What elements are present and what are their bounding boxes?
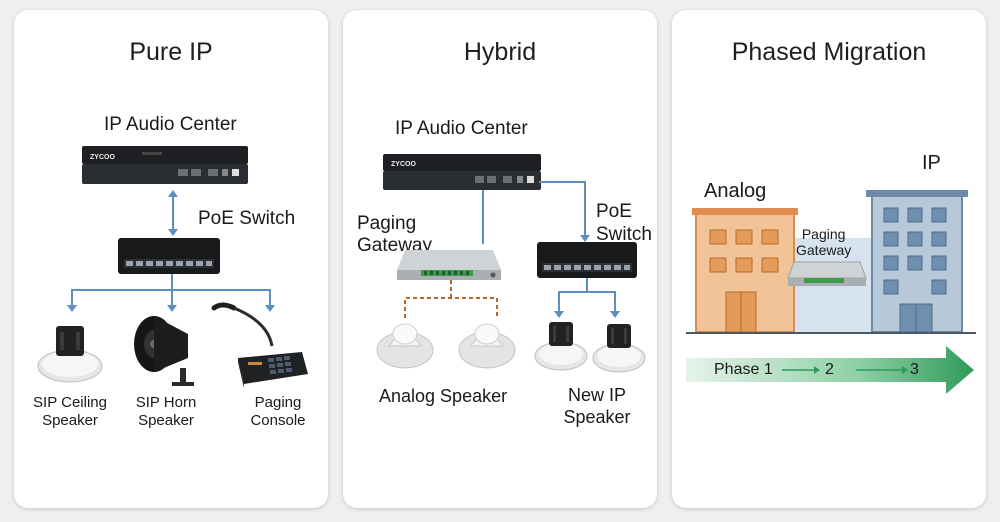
analog-speaker-icon [457,316,517,372]
audio-center-device: ZYCOO [383,152,541,192]
label-line: Speaker [563,407,631,427]
connector-line [168,190,178,236]
analog-speaker-label: Analog Speaker [379,386,508,406]
phase-arrow-icon [684,344,976,396]
poe-switch-device [118,238,220,274]
paging-gateway-device [397,248,501,282]
poe-switch-label: PoE Switch [198,208,296,229]
audio-center-label: IP Audio Center [395,118,528,139]
paging-gateway-label: Paging Gateway [796,226,851,258]
poe-switch-device [537,242,637,278]
panel-title: Hybrid [463,38,537,66]
new-ip-speaker-label: New IP Speaker [553,384,641,428]
label-line: Speaker [138,412,194,429]
label-line: Switch [596,224,652,245]
label-line: Paging [357,213,417,234]
ip-label: IP [922,152,941,174]
panel-phased-migration: Phased Migration Analog IP [672,10,986,508]
panel-hybrid: Hybrid IP Audio Center ZYCOO Paging Gate… [343,10,657,508]
phase-3-label: 3 [910,361,919,378]
device-brand: ZYCOO [391,161,416,168]
analog-speaker-icon [375,316,435,372]
analog-wires [404,280,498,318]
connector-lines [482,181,590,244]
panel-pure-ip: Pure IP IP Audio Center ZYCOO PoE Switch [14,10,328,508]
ceiling-speaker-icon [36,322,104,384]
horn-speaker-label: SIP Horn Speaker [124,394,208,430]
label-line: Speaker [42,412,98,429]
paging-gateway-device [787,261,867,286]
ip-speaker-connectors [554,278,620,318]
audio-center-device: ZYCOO [82,144,248,186]
device-brand: ZYCOO [90,154,115,161]
paging-console-icon [208,302,310,392]
analog-building-icon [692,208,798,333]
phase-2-label: 2 [825,361,834,378]
ip-speaker-icon [533,316,589,372]
phase-1-label: Phase 1 [714,361,773,378]
label-line: New IP [567,385,627,405]
label-line: PoE [596,201,632,222]
ip-speaker-icon [591,318,647,374]
paging-console-label: Paging Console [238,394,318,430]
audio-center-label: IP Audio Center [104,114,237,135]
poe-switch-label: PoE Switch [596,200,652,246]
panel-title: Phased Migration [731,38,927,66]
analog-label: Analog [704,180,767,202]
label-line: SIP Horn [135,394,197,411]
label-line: Paging [254,394,302,411]
horn-speaker-icon [132,310,194,390]
label-line: Paging [801,226,846,242]
ip-building-icon [866,190,968,333]
ceiling-speaker-label: SIP Ceiling Speaker [22,394,118,430]
distribution-connectors [67,274,275,312]
panel-title: Pure IP [129,38,213,66]
migration-scene [686,178,976,338]
label-line: Console [250,412,306,429]
label-line: SIP Ceiling [33,394,107,411]
label-line: Gateway [796,242,852,258]
